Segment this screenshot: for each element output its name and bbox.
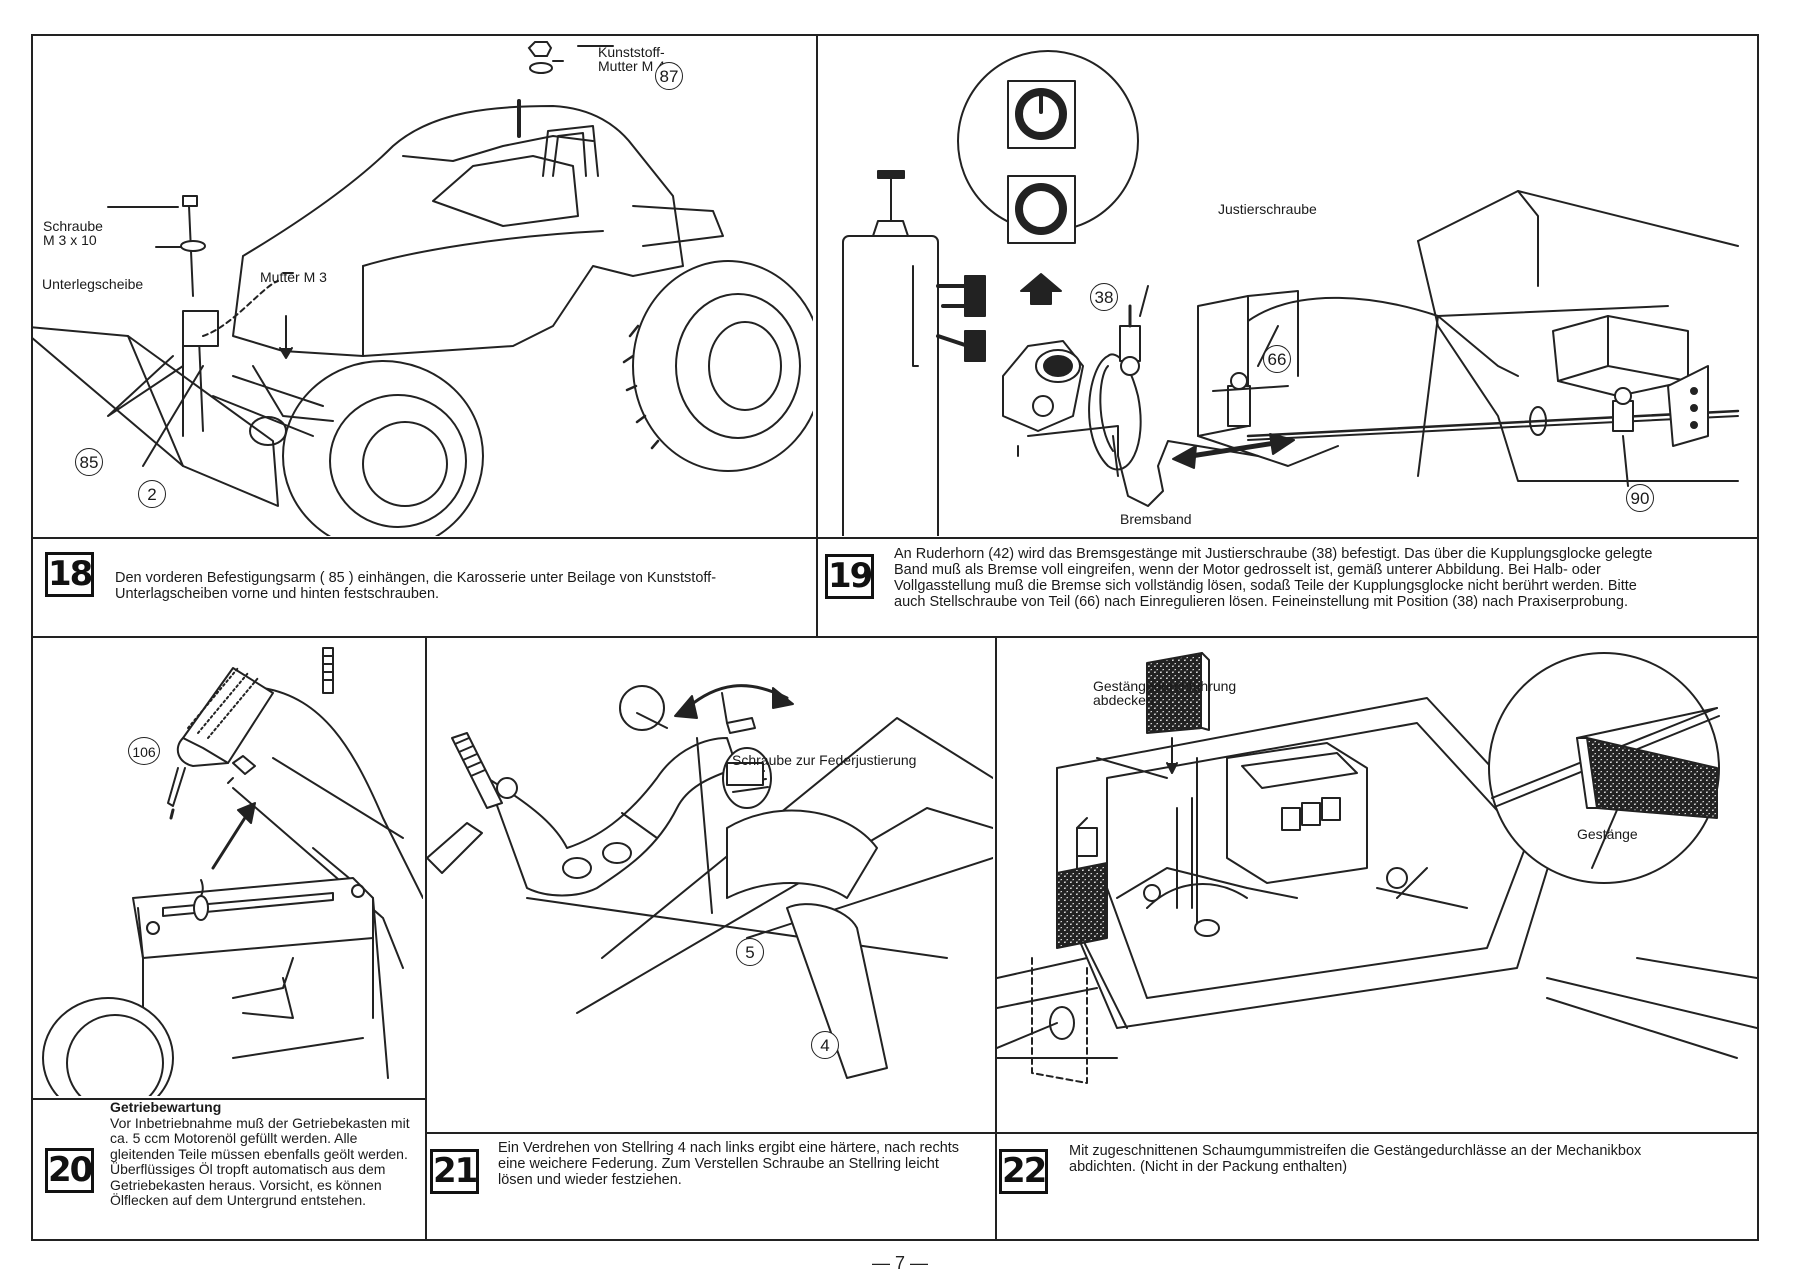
step-heading-20: Getriebewartung xyxy=(110,1099,222,1115)
step-number-21: 21 xyxy=(430,1149,479,1194)
step-number-20: 20 xyxy=(45,1148,94,1193)
callout-90: 90 xyxy=(1626,484,1654,512)
label-schraube-federjustierung: Schraube zur Federjustierung xyxy=(732,752,917,768)
step-number-19: 19 xyxy=(825,554,874,599)
callout-2: 2 xyxy=(138,480,166,508)
caption-line-19 xyxy=(816,537,1759,539)
callout-66: 66 xyxy=(1263,345,1291,373)
step-number-18: 18 xyxy=(45,552,94,597)
illustration-suspension-arm xyxy=(427,638,993,1130)
label-justierschraube: Justierschraube xyxy=(1218,201,1317,217)
caption-line-20 xyxy=(31,1098,425,1100)
illustration-buggy-body xyxy=(33,36,813,536)
plastic-nut-icon xyxy=(523,38,563,78)
callout-5: 5 xyxy=(736,938,764,966)
step-body-20: Vor Inbetriebnahme muß der Getriebekaste… xyxy=(110,1114,410,1208)
step-number-22: 22 xyxy=(999,1149,1048,1194)
panel-divider-21-22 xyxy=(995,636,997,1241)
label-unterlegscheibe: Unterlegscheibe xyxy=(42,276,144,292)
illustration-mechanic-box xyxy=(997,638,1757,1130)
step-text-21: Ein Verdrehen von Stellring 4 nach links… xyxy=(498,1140,960,1188)
callout-4: 4 xyxy=(811,1031,839,1059)
label-kunststoff-mutter: Kunststoff- Mutter M 4 xyxy=(598,44,665,74)
panel-divider-20-21 xyxy=(425,636,427,1241)
caption-line-18 xyxy=(31,537,816,539)
callout-85: 85 xyxy=(75,448,103,476)
label-gestaenge: Gestänge xyxy=(1577,826,1638,842)
label-bremsband: Bremsband xyxy=(1120,511,1192,527)
illustration-brake-linkage xyxy=(818,36,1756,536)
step-text-22: Mit zugeschnittenen Schaumgummistreifen … xyxy=(1069,1143,1642,1175)
step-text-20: Getriebewartung Vor Inbetriebnahme muß d… xyxy=(110,1099,420,1209)
row-divider xyxy=(31,636,1759,638)
callout-87: 87 xyxy=(655,62,683,90)
step-text-19: An Ruderhorn (42) wird das Bremsgestänge… xyxy=(894,546,1653,610)
caption-line-22 xyxy=(995,1132,1759,1134)
step-text-18: Den vorderen Befestigungsarm ( 85 ) einh… xyxy=(115,570,717,602)
panel-divider-18-19 xyxy=(816,34,818,636)
label-schraube: Schraube M 3 x 10 xyxy=(43,218,103,248)
callout-38: 38 xyxy=(1090,283,1118,311)
label-mutter-m3: Mutter M 3 xyxy=(260,269,327,285)
label-gestaengedurchfuehrung: Gestängedurchführung abdecken xyxy=(1093,678,1237,708)
callout-106: 106 xyxy=(128,737,160,765)
illustration-gearbox-oiling xyxy=(33,638,423,1096)
page-number: — 7 — xyxy=(871,1253,928,1273)
caption-line-21 xyxy=(425,1132,995,1134)
